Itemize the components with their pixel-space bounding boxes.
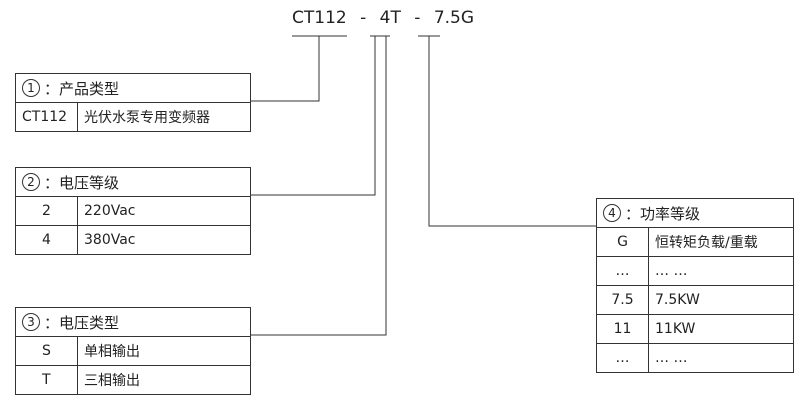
circled-number: 2 [22,173,40,191]
row-desc: 380Vac [84,232,136,248]
row-code: 2 [16,197,78,225]
circled-number: 4 [603,204,621,222]
row-desc: 恒转矩负载/重载 [655,235,758,251]
row-code: G [597,228,649,256]
row-desc: 220Vac [84,203,136,219]
model-code: CT112 - 4T - 7.5G [292,8,474,28]
row-code: T [16,366,78,394]
row-desc: 11KW [655,321,696,337]
row-desc: 三相输出 [84,373,140,389]
table-title: ：电压类型 [44,313,120,332]
connector-box2 [250,36,376,196]
row-code: … [597,344,649,372]
table-header: 1 ：产品类型 [16,74,250,102]
row-code: CT112 [16,103,78,131]
row-desc: … … [655,263,688,279]
connector-box3 [250,36,387,336]
table-title: ：功率等级 [625,204,701,223]
code-separator: - [360,8,367,28]
table-header: 2 ：电压等级 [16,168,250,196]
code-part-power: 7.5G [433,8,475,28]
table-header: 3 ：电压类型 [16,308,250,336]
table-row: 4 380Vac [16,225,250,254]
table-header: 4 ：功率等级 [597,199,793,227]
voltage-level-table: 2 ：电压等级 2 220Vac 4 380Vac [15,167,251,255]
code-separator: - [414,8,421,28]
table-title: ：电压等级 [44,173,120,192]
row-code: 7.5 [597,286,649,314]
table-row: 11 11KW [597,314,793,343]
row-code: … [597,257,649,285]
circled-number: 1 [22,79,40,97]
circled-number: 3 [22,313,40,331]
power-level-table: 4 ：功率等级 G 恒转矩负载/重载 … … … 7.5 7.5KW 11 11… [596,198,794,373]
row-desc: 单相输出 [84,344,140,360]
row-code: S [16,337,78,365]
table-row: … … … [597,256,793,285]
table-row: T 三相输出 [16,365,250,394]
table-row: … … … [597,343,793,372]
table-row: 2 220Vac [16,196,250,225]
table-row: G 恒转矩负载/重载 [597,227,793,256]
row-code: 11 [597,315,649,343]
connector-box1 [250,36,320,102]
connector-box4 [428,36,596,227]
voltage-type-table: 3 ：电压类型 S 单相输出 T 三相输出 [15,307,251,395]
row-desc: … … [655,350,688,366]
table-row: S 单相输出 [16,336,250,365]
table-title: ：产品类型 [44,79,120,98]
row-desc: 光伏水泵专用变频器 [84,110,210,126]
table-row: 7.5 7.5KW [597,285,793,314]
row-code: 4 [16,226,78,254]
code-part-voltage: 4T [379,8,401,28]
product-type-table: 1 ：产品类型 CT112 光伏水泵专用变频器 [15,73,251,132]
row-desc: 7.5KW [655,292,700,308]
table-row: CT112 光伏水泵专用变频器 [16,102,250,131]
code-part-product: CT112 [292,8,347,28]
